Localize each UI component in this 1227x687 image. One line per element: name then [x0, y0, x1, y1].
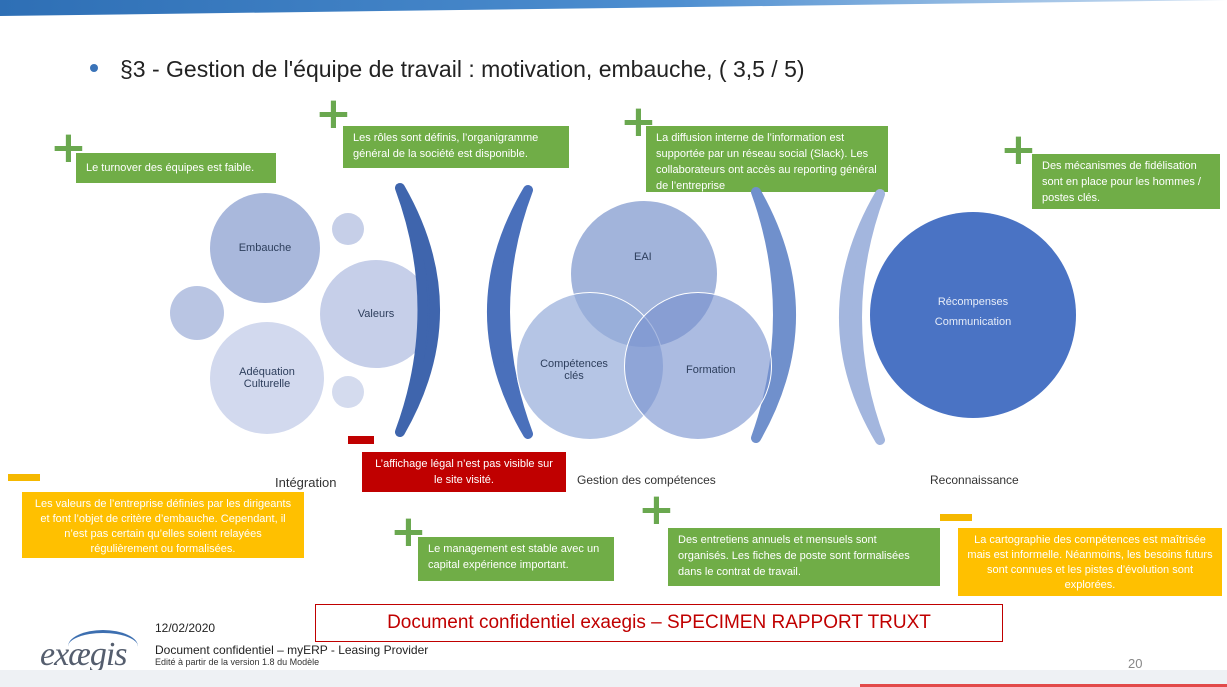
venn-label-eai: EAI: [634, 251, 652, 263]
circle-embauche: Embauche: [210, 193, 320, 303]
circle-valeurs: Valeurs: [320, 260, 432, 368]
comment-valeurs: Les valeurs de l’entreprise définies par…: [22, 492, 304, 558]
circle-reconnaissance: [870, 212, 1076, 418]
company-logo: exægis: [40, 636, 128, 673]
arc-bracket: [839, 189, 885, 445]
venn-circle-formation: [624, 292, 772, 440]
arc-bracket: [395, 183, 440, 437]
comment-fidelisation: Des mécanismes de fidélisation sont en p…: [1032, 154, 1220, 209]
circle-label: Adéquation Culturelle: [239, 366, 295, 390]
logo-arc-icon: [68, 630, 138, 663]
circle-label: Valeurs: [357, 308, 395, 320]
footer-edition-line: Edité à partir de la version 1.8 du Modè…: [155, 657, 320, 667]
arc-bracket: [751, 187, 796, 443]
small-circle: [332, 213, 364, 245]
minus-icon: [348, 436, 374, 444]
confidential-banner: Document confidentiel exaegis – SPECIMEN…: [315, 604, 1003, 642]
comment-affichage: L’affichage légal n’est pas visible sur …: [362, 452, 566, 492]
comment-turnover: Le turnover des équipes est faible.: [76, 153, 276, 183]
bottom-bar: [0, 670, 1227, 687]
comment-roles: Les rôles sont définis, l’organigramme g…: [343, 126, 569, 168]
comment-cartographie: La cartographie des compétences est maît…: [958, 528, 1222, 596]
section-label-integration: Intégration: [275, 475, 337, 490]
venn-label-formation: Formation: [686, 364, 736, 376]
slide-title: §3 - Gestion de l'équipe de travail : mo…: [120, 56, 805, 82]
bottom-accent-line: [860, 684, 1227, 687]
minus-icon: [940, 514, 972, 521]
footer-document-line: Document confidentiel – myERP - Leasing …: [155, 643, 429, 657]
footer-date: 12/02/2020: [155, 621, 216, 635]
circle-label: Embauche: [238, 242, 292, 254]
venn-label-competences: Compétences clés: [540, 358, 608, 382]
circle-label-recompenses: Récompenses: [937, 296, 1009, 308]
section-label-gestion: Gestion des compétences: [577, 473, 716, 487]
circle-label-communication: Communication: [934, 316, 1012, 328]
title-bullet: [90, 64, 98, 72]
comment-diffusion: La diffusion interne de l’information es…: [646, 126, 888, 192]
minus-icon: [8, 474, 40, 481]
circle-adequation: Adéquation Culturelle: [210, 322, 324, 434]
arc-bracket: [487, 185, 533, 439]
comment-management: Le management est stable avec un capital…: [418, 537, 614, 581]
comment-entretiens: Des entretiens annuels et mensuels sont …: [668, 528, 940, 586]
page-number: 20: [1128, 656, 1143, 671]
small-circle: [170, 286, 224, 340]
section-label-reconnaissance: Reconnaissance: [930, 473, 1019, 487]
small-circle: [332, 376, 364, 408]
